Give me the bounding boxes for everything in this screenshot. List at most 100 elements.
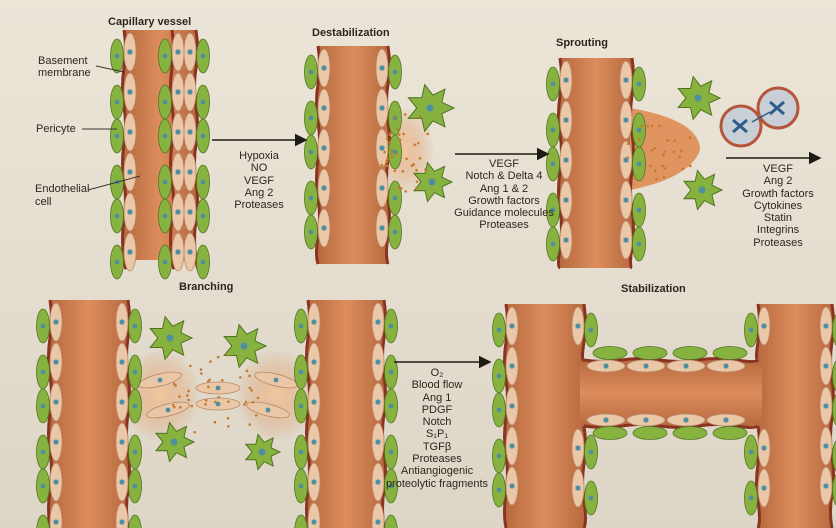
- factor-dot: [189, 365, 192, 368]
- factor-dot: [248, 375, 251, 378]
- pericyte-nucleus: [299, 404, 304, 409]
- endothelial-nucleus: [379, 65, 384, 70]
- factor-item: Cytokines: [728, 200, 828, 212]
- factor-item: Notch: [372, 416, 502, 428]
- pericyte-nucleus: [133, 484, 138, 489]
- factor-dot: [255, 414, 258, 417]
- pericyte-nucleus: [497, 328, 502, 333]
- pericyte-nucleus: [163, 134, 168, 139]
- migrating-pericyte-nucleus: [699, 187, 706, 194]
- factor-dot: [651, 125, 654, 128]
- pericyte-nucleus: [551, 128, 556, 133]
- factor-dot: [680, 149, 683, 152]
- pericyte-nucleus: [389, 324, 394, 329]
- endothelial-nucleus: [311, 479, 316, 484]
- factor-item: Notch & Delta 4: [444, 170, 564, 182]
- factor-item: Statin: [728, 212, 828, 224]
- pericyte-nucleus: [299, 370, 304, 375]
- endothelial-nucleus: [623, 117, 628, 122]
- endothelial-nucleus: [509, 403, 514, 408]
- factor-item: Proteases: [444, 219, 564, 231]
- endothelial-nucleus: [563, 157, 568, 162]
- label-pericyte: Pericyte: [36, 123, 76, 136]
- factor-dot: [395, 153, 398, 156]
- factor-item: Proteases: [728, 237, 828, 249]
- factor-dot: [405, 158, 408, 161]
- pericyte-nucleus: [637, 128, 642, 133]
- endothelial-nucleus: [575, 445, 580, 450]
- factor-dot: [415, 187, 418, 190]
- pericyte-cell: [713, 347, 747, 360]
- endothelial-nucleus: [509, 363, 514, 368]
- endothelial-nucleus: [53, 519, 58, 524]
- pericyte-nucleus: [163, 100, 168, 105]
- pericyte-nucleus: [637, 82, 642, 87]
- pericyte-nucleus: [309, 70, 314, 75]
- factor-dot: [186, 394, 189, 397]
- migrating-pericyte-nucleus: [695, 95, 702, 102]
- factor-item: O₂: [372, 367, 502, 379]
- factor-dot: [411, 164, 414, 167]
- endothelial-nucleus: [683, 417, 688, 422]
- factor-list-step4: O₂Blood flowAng 1PDGFNotchS₁P₁TGFβProtea…: [372, 367, 502, 490]
- factor-item: VEGF: [444, 158, 564, 170]
- factor-dot: [204, 403, 207, 406]
- factor-dot: [655, 178, 658, 181]
- factor-dot: [187, 390, 190, 393]
- pericyte-cell: [713, 427, 747, 440]
- factor-dot: [663, 176, 666, 179]
- factor-item: VEGF: [222, 175, 296, 187]
- endothelial-nucleus: [575, 323, 580, 328]
- endothelial-nucleus: [53, 439, 58, 444]
- factor-dot: [399, 139, 402, 142]
- factor-dot: [396, 128, 399, 131]
- factor-item: proteolytic fragments: [372, 478, 502, 490]
- factor-dot: [257, 397, 260, 400]
- factor-item: Proteases: [222, 199, 296, 211]
- factor-item: PDGF: [372, 404, 502, 416]
- endothelial-nucleus: [119, 479, 124, 484]
- endothelial-nucleus: [623, 77, 628, 82]
- factor-dot: [386, 160, 389, 163]
- vessel-branching-left: [50, 300, 128, 528]
- endothelial-nucleus: [603, 363, 608, 368]
- factor-item: NO: [222, 162, 296, 174]
- endothelial-nucleus: [187, 89, 192, 94]
- pericyte-nucleus: [299, 450, 304, 455]
- factor-dot: [390, 149, 393, 152]
- pericyte-nucleus: [163, 260, 168, 265]
- factor-dot: [390, 153, 393, 156]
- migrating-pericyte-nucleus: [167, 335, 174, 342]
- endothelial-nucleus: [761, 323, 766, 328]
- pericyte-cell: [129, 515, 142, 528]
- endothelial-nucleus: [321, 185, 326, 190]
- endothelial-nucleus: [563, 77, 568, 82]
- pericyte-nucleus: [393, 70, 398, 75]
- pericyte-nucleus: [41, 484, 46, 489]
- factor-item: VEGF: [728, 163, 828, 175]
- migrating-pericyte-nucleus: [241, 343, 248, 350]
- factor-dot: [205, 399, 208, 402]
- factor-dot: [673, 139, 676, 142]
- label-basement-membrane: Basement membrane: [38, 55, 91, 79]
- factor-dot: [173, 382, 176, 385]
- endothelial-nucleus: [127, 169, 132, 174]
- endothelial-nucleus: [127, 49, 132, 54]
- endothelial-nucleus: [375, 519, 380, 524]
- factor-dot: [193, 431, 196, 434]
- factor-item: Ang 1: [372, 392, 502, 404]
- pericyte-nucleus: [115, 214, 120, 219]
- endothelial-nucleus: [563, 237, 568, 242]
- pericyte-nucleus: [201, 100, 206, 105]
- pericyte-cell: [673, 347, 707, 360]
- endothelial-nucleus: [187, 129, 192, 134]
- factor-dot: [654, 169, 657, 172]
- factor-dot: [661, 165, 664, 168]
- factor-item: Growth factors: [728, 188, 828, 200]
- factor-item: Proteases: [372, 453, 502, 465]
- endothelial-nucleus: [379, 225, 384, 230]
- stage-title-destabilization: Destabilization: [312, 27, 390, 40]
- factor-dot: [404, 113, 407, 116]
- stage-title-branching: Branching: [179, 281, 233, 294]
- factor-dot: [391, 156, 394, 159]
